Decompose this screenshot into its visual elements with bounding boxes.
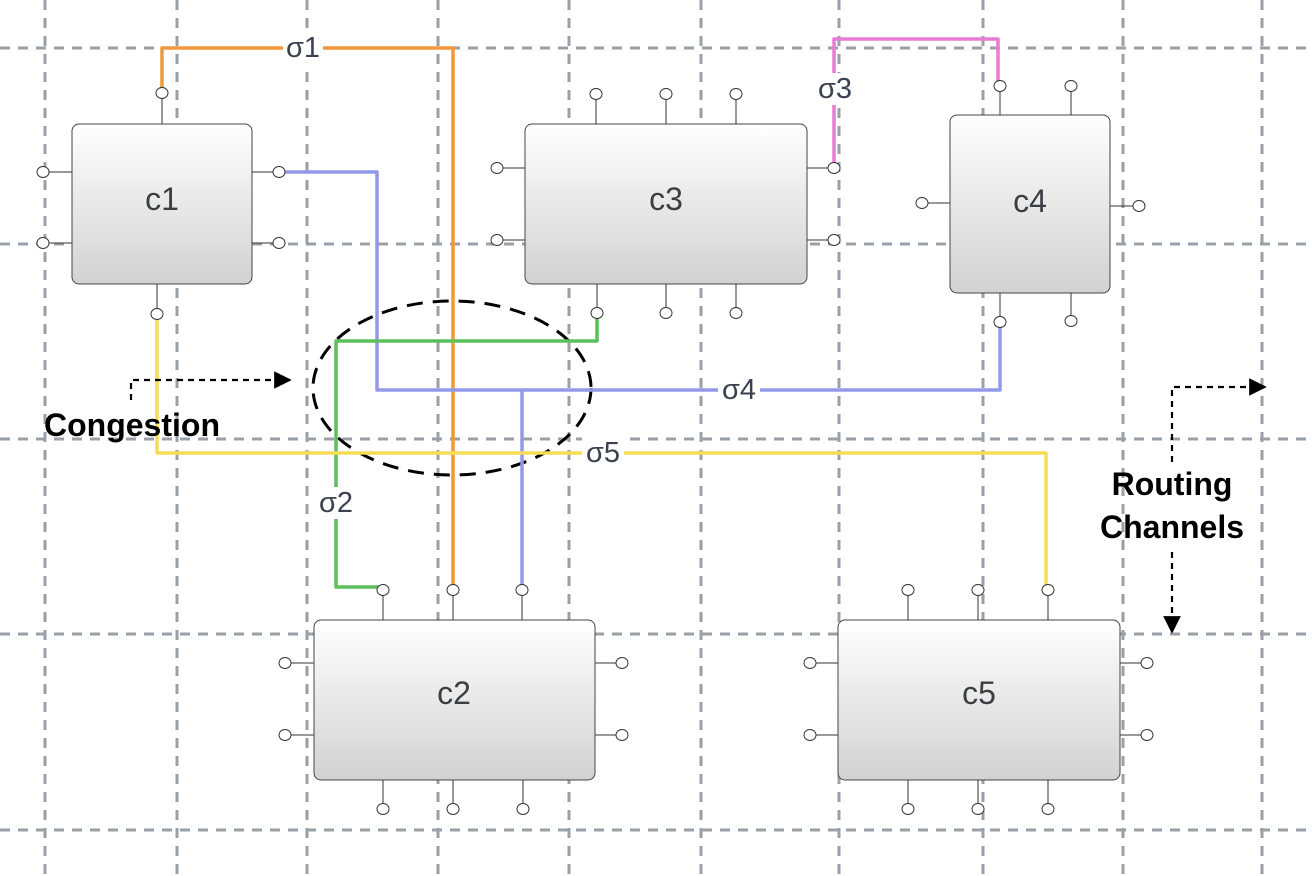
pin: [376, 584, 390, 596]
pin: [1064, 315, 1078, 327]
pin: [659, 88, 673, 100]
net-label-sigma3: σ3: [818, 73, 852, 105]
pin: [516, 803, 530, 815]
cell-label: c3: [649, 181, 683, 217]
pin: [36, 237, 50, 249]
net-labels: σ1 σ2 σ3 σ4 σ5: [283, 32, 856, 519]
pin: [1132, 200, 1146, 212]
pin: [803, 657, 817, 669]
net-label-sigma1: σ1: [286, 32, 320, 64]
congestion-arrow: [129, 371, 292, 400]
pin: [272, 166, 286, 178]
pin: [901, 803, 915, 815]
routing-arrow-up: [1170, 378, 1267, 462]
cell-box: [313, 619, 596, 781]
pin: [490, 234, 504, 246]
cell-c4: c4: [949, 114, 1111, 294]
net-label-backdrop: [283, 32, 323, 64]
cell-c3: c3: [524, 123, 808, 285]
cell-c1: c1: [71, 123, 253, 285]
pin: [659, 307, 673, 319]
pin: [515, 584, 529, 596]
cell-box: [71, 123, 253, 285]
pin: [915, 197, 929, 209]
congestion-annotation: Congestion: [44, 371, 292, 443]
pin: [376, 803, 390, 815]
pin: [1140, 729, 1154, 741]
pin: [993, 316, 1007, 328]
pin: [971, 803, 985, 815]
pin: [446, 803, 460, 815]
pin: [1041, 584, 1055, 596]
cell-label: c1: [145, 181, 179, 217]
cell-c2: c2: [313, 619, 596, 781]
pin: [827, 162, 841, 174]
pin: [278, 657, 292, 669]
pin: [278, 729, 292, 741]
routing-label-line2: Channels: [1100, 509, 1244, 545]
pin: [589, 88, 603, 100]
net-label-sigma5: σ5: [586, 437, 620, 469]
pin: [150, 308, 164, 320]
pins: [36, 80, 1154, 815]
pin: [590, 307, 604, 319]
cell-label: c5: [962, 675, 996, 711]
pin: [272, 237, 286, 249]
pin: [827, 234, 841, 246]
pin: [1041, 803, 1055, 815]
pin: [615, 657, 629, 669]
net-sigma4: [279, 170, 1002, 590]
cell-c5: c5: [837, 619, 1121, 781]
pin: [490, 162, 504, 174]
pin: [993, 80, 1007, 92]
pin: [36, 166, 50, 178]
net-label-sigma2: σ2: [319, 487, 353, 519]
net-label-backdrop: [814, 73, 856, 105]
pin: [1064, 80, 1078, 92]
cell-label: c2: [437, 675, 471, 711]
net-label-backdrop: [718, 374, 760, 406]
congestion-label: Congestion: [44, 407, 220, 443]
net-label-backdrop: [316, 487, 356, 519]
pin: [729, 88, 743, 100]
pin: [446, 584, 460, 596]
routing-label-line1: Routing: [1112, 466, 1233, 502]
pin: [803, 729, 817, 741]
cell-box: [949, 114, 1111, 294]
cell-label: c4: [1013, 183, 1047, 219]
net-label-backdrop: [582, 437, 624, 469]
cell-box: [837, 619, 1121, 781]
pin: [155, 87, 169, 99]
pin: [729, 307, 743, 319]
routing-channels-annotation: Routing Channels: [1100, 378, 1267, 634]
pin: [901, 584, 915, 596]
net-label-sigma4: σ4: [722, 374, 756, 406]
pin: [971, 584, 985, 596]
congestion-ellipse: [311, 299, 593, 477]
pin: [615, 729, 629, 741]
cell-box: [524, 123, 808, 285]
pin: [1140, 657, 1154, 669]
